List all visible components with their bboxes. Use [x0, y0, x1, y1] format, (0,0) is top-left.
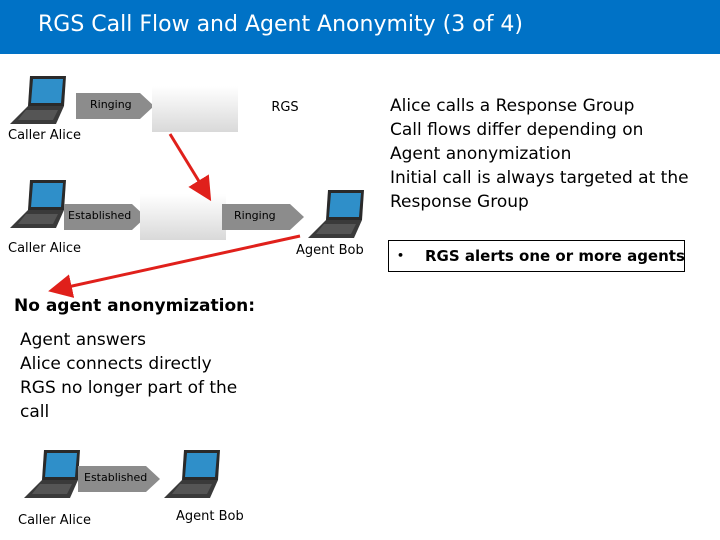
caller-label: Caller Alice	[18, 513, 92, 528]
title-bar: RGS Call Flow and Agent Anonymity (3 of …	[0, 0, 720, 54]
arrow-label: Established	[68, 209, 132, 222]
arrow-label: Established	[84, 471, 148, 484]
rgs-label: RGS	[271, 100, 299, 115]
description-line: Response Group	[390, 192, 529, 212]
laptop-icon	[164, 450, 220, 498]
bullet-dot: •	[397, 249, 405, 262]
laptop-icon	[10, 76, 66, 124]
page-title: RGS Call Flow and Agent Anonymity (3 of …	[38, 12, 524, 37]
description: Alice calls a Response Group Call flows …	[390, 94, 689, 214]
established-arrow: Established	[78, 466, 160, 492]
flow-arrow-back	[48, 234, 301, 298]
rgs-node: RGS	[150, 84, 299, 134]
established-arrow: Established	[64, 204, 146, 230]
section-line: Alice connects directly	[20, 354, 212, 374]
flow-arrow-down	[168, 133, 212, 202]
description-line: Call flows differ depending on	[390, 120, 644, 140]
ringing-arrow: Ringing	[222, 204, 304, 230]
laptop-icon	[24, 450, 80, 498]
agent-label: Agent Bob	[296, 243, 364, 258]
ringing-arrow: Ringing	[76, 93, 154, 119]
arrow-label: Ringing	[234, 209, 276, 222]
section-line: call	[20, 402, 50, 422]
agent-label: Agent Bob	[176, 509, 244, 524]
caller-label: Caller Alice	[8, 241, 82, 256]
section-heading: No agent anonymization:	[14, 296, 256, 316]
laptop-icon	[10, 180, 66, 228]
bullet-text: RGS alerts one or more agents	[425, 247, 685, 265]
caller-label: Caller Alice	[8, 128, 82, 143]
bullet-callout: • RGS alerts one or more agents	[388, 240, 685, 272]
section-line: RGS no longer part of the	[20, 378, 238, 398]
description-line: Alice calls a Response Group	[390, 96, 635, 116]
description-line: Agent anonymization	[390, 144, 572, 164]
arrow-label: Ringing	[90, 98, 132, 111]
description-line: Initial call is always targeted at the	[390, 168, 689, 188]
section-line: Agent answers	[20, 330, 146, 350]
laptop-icon	[308, 190, 364, 238]
section-body: Agent answers Alice connects directly RG…	[20, 328, 237, 424]
